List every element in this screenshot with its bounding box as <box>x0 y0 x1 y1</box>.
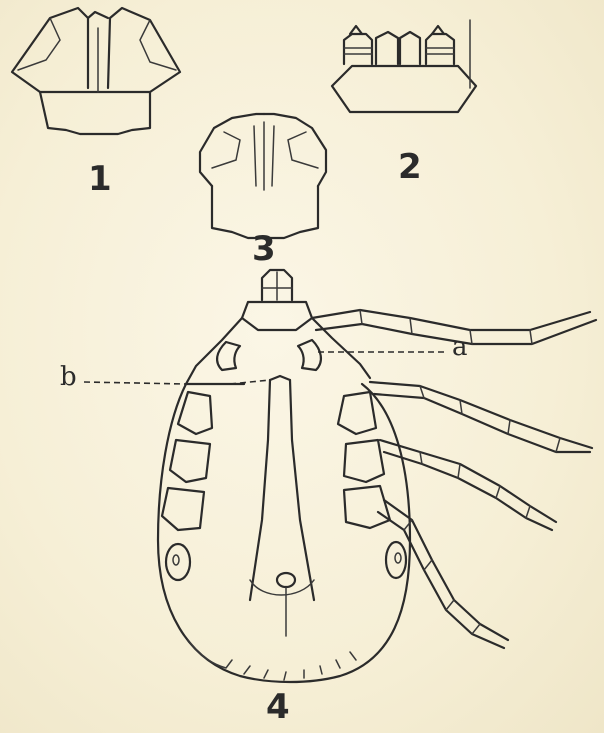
figure-number-4: 4 <box>266 690 290 724</box>
label-a: a <box>452 334 468 360</box>
leg-4 <box>378 500 508 648</box>
figure-number-3: 3 <box>252 232 276 266</box>
figure-4-tick-ventral <box>158 270 410 682</box>
figure-1-capitulum <box>12 8 180 134</box>
label-b: b <box>60 364 77 390</box>
figure-3-capitulum <box>200 114 326 238</box>
leg-2 <box>370 382 592 452</box>
leader-line-b <box>84 382 186 384</box>
figure-2-capitulum <box>332 20 476 112</box>
figure-number-2: 2 <box>398 150 422 184</box>
figure-number-1: 1 <box>88 162 112 196</box>
